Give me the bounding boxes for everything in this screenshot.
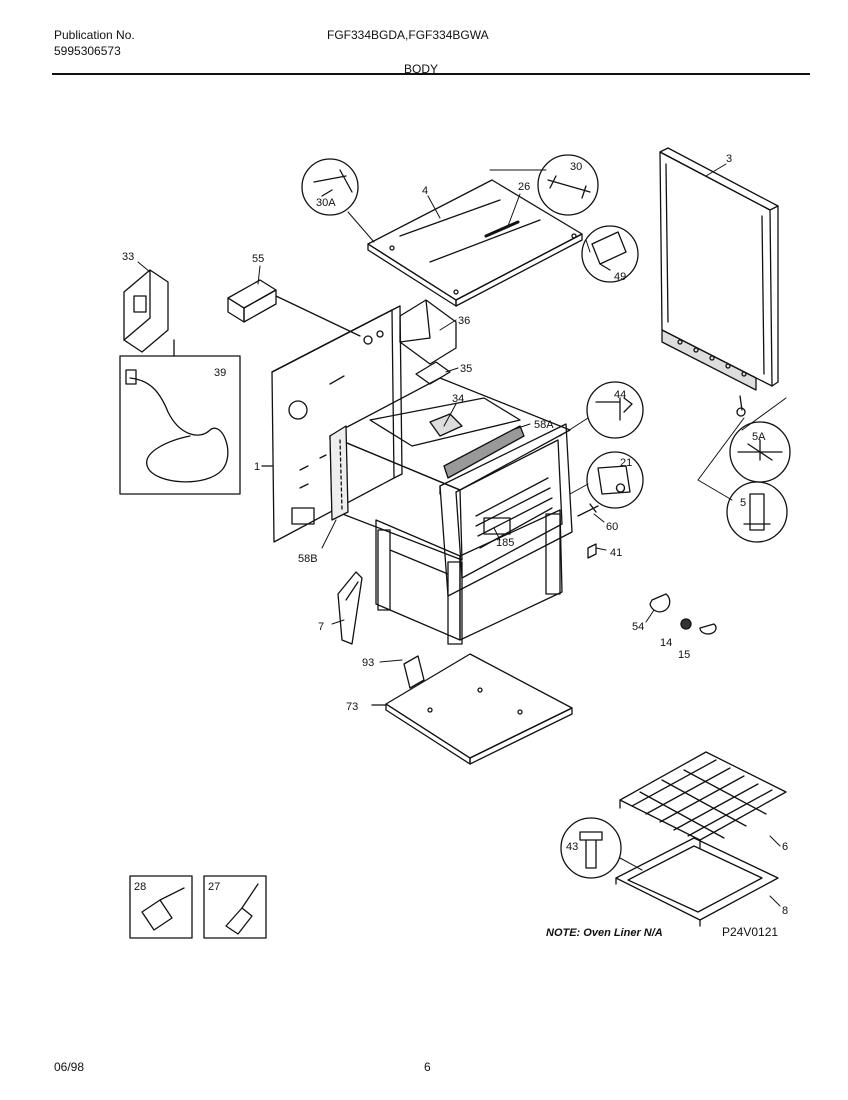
callout-14: 14	[660, 637, 672, 649]
callout-27: 27	[208, 881, 220, 893]
callout-185: 185	[496, 537, 514, 549]
diagram-code: P24V0121	[722, 925, 778, 939]
callout-39: 39	[214, 367, 226, 379]
callout-15: 15	[678, 649, 690, 661]
header-divider	[52, 73, 810, 75]
callout-58a: 58A	[534, 419, 554, 431]
broiler-pan-part	[615, 837, 779, 927]
detail-box-28	[129, 875, 193, 939]
callout-55: 55	[252, 253, 264, 265]
callout-43: 43	[566, 841, 578, 853]
callout-5a: 5A	[752, 431, 766, 443]
callout-4: 4	[422, 185, 428, 197]
callout-labels: 3 4 26 30 30A 49 33 55 36 35 39 34 58A 4…	[122, 153, 788, 939]
callout-7: 7	[318, 621, 324, 633]
callout-28: 28	[134, 881, 146, 893]
callout-1: 1	[254, 461, 260, 473]
callout-44: 44	[614, 389, 626, 401]
bottom-panel-part	[371, 653, 573, 765]
callout-33: 33	[122, 251, 134, 263]
publication-label: Publication No.	[54, 28, 135, 42]
detail-box-27	[203, 875, 267, 939]
spacer-block-part	[227, 279, 361, 337]
callout-73: 73	[346, 701, 358, 713]
callout-60: 60	[606, 521, 618, 533]
callout-35: 35	[460, 363, 472, 375]
callout-30a: 30A	[316, 197, 336, 209]
side-panel-part	[659, 147, 779, 391]
base-frame-part	[375, 509, 563, 645]
callout-36: 36	[458, 315, 470, 327]
callout-34: 34	[452, 393, 464, 405]
callout-8: 8	[782, 905, 788, 917]
callout-93: 93	[362, 657, 374, 669]
bracket-part	[123, 269, 169, 353]
leader-lines	[137, 163, 787, 907]
callout-58b: 58B	[298, 553, 318, 565]
model-numbers: FGF334BGDA,FGF334BGWA	[327, 28, 489, 42]
oven-liner-note: NOTE: Oven Liner N/A	[546, 927, 663, 939]
footer-date: 06/98	[54, 1060, 85, 1074]
side-trim-part	[337, 571, 363, 645]
oven-rack-part	[619, 751, 787, 849]
power-cord-box	[119, 339, 241, 495]
callout-26: 26	[518, 181, 530, 193]
callout-3: 3	[726, 153, 732, 165]
callout-30: 30	[570, 161, 582, 173]
top-plate-part	[367, 179, 583, 307]
section-title: BODY	[404, 62, 439, 76]
small-hardware-parts	[577, 395, 746, 635]
callout-41: 41	[610, 547, 622, 559]
callout-54: 54	[632, 621, 644, 633]
callout-21: 21	[620, 457, 632, 469]
callout-5: 5	[740, 497, 746, 509]
publication-number: 5995306573	[54, 44, 121, 58]
inset-detail-circles	[301, 154, 791, 879]
callout-49: 49	[614, 271, 626, 283]
vent-duct-part	[399, 299, 457, 385]
callout-6: 6	[782, 841, 788, 853]
page-number: 6	[424, 1060, 431, 1074]
